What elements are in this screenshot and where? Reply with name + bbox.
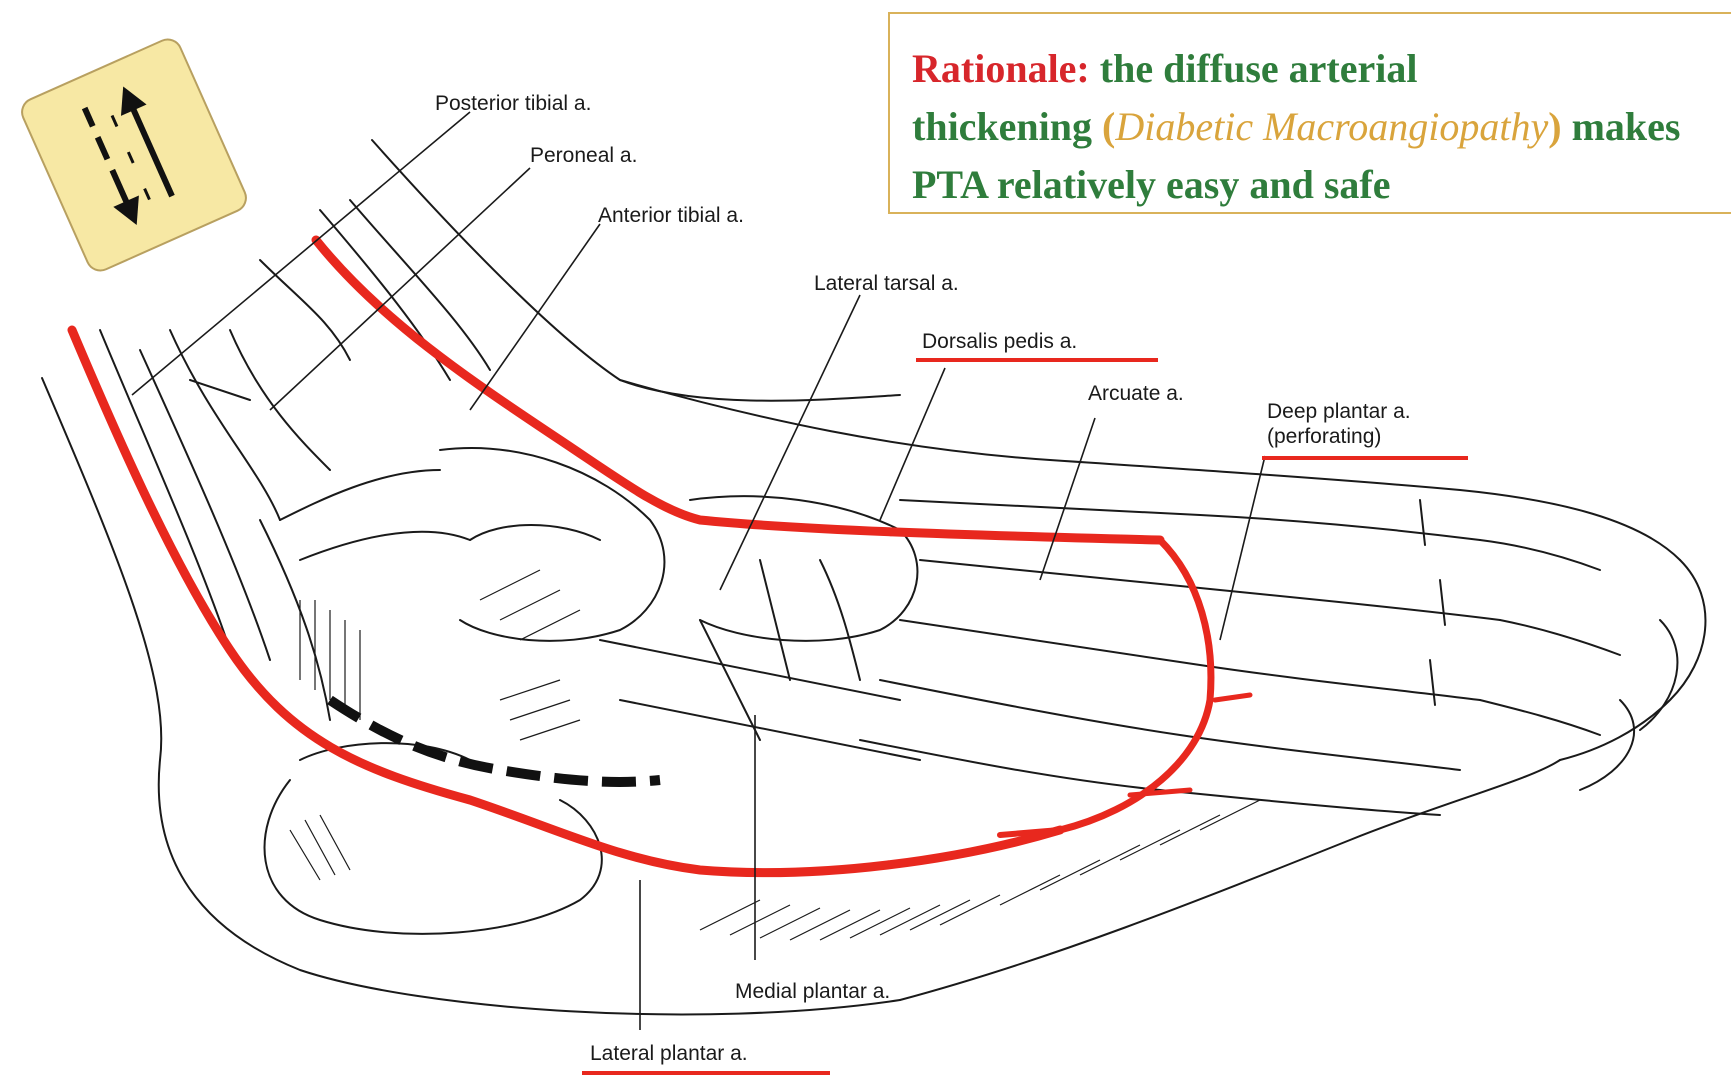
plantar-branch-2 <box>1130 790 1190 795</box>
rationale-box: Rationale: the diffuse arterial thickeni… <box>888 12 1731 214</box>
rationale-open-paren: ( <box>1102 104 1115 149</box>
label-underlines <box>582 360 1468 1073</box>
artery-labels: Posterior tibial a. Peroneal a. Anterior… <box>435 92 1411 1065</box>
rationale-line-3: PTA relatively easy and safe <box>912 156 1731 214</box>
rationale-line-1: Rationale: the diffuse arterial <box>912 40 1731 98</box>
rationale-italic-term: Diabetic Macroangiopathy <box>1115 104 1548 149</box>
label-lateral-plantar: Lateral plantar a. <box>590 1042 748 1065</box>
anterior-tibial-dorsalis-pedis-artery <box>316 240 1160 540</box>
label-arcuate: Arcuate a. <box>1088 382 1184 405</box>
rationale-line-2-start: thickening <box>912 104 1092 149</box>
label-medial-plantar: Medial plantar a. <box>735 980 890 1003</box>
label-deep-plantar-perforating: (perforating) <box>1267 425 1381 448</box>
label-dorsalis-pedis: Dorsalis pedis a. <box>922 330 1077 353</box>
bidirectional-arrows-icon <box>18 35 251 275</box>
posterior-tibial-lateral-plantar-artery <box>72 330 1060 873</box>
label-deep-plantar: Deep plantar a. <box>1267 400 1411 423</box>
leader-lines <box>132 112 1265 1030</box>
rationale-line-1-text: the diffuse arterial <box>1100 46 1418 91</box>
rationale-close-paren: ) <box>1548 104 1561 149</box>
label-anterior-tibial: Anterior tibial a. <box>598 204 744 227</box>
rationale-line-2-end: makes <box>1572 104 1681 149</box>
plantar-branch-3 <box>1215 695 1250 700</box>
label-lateral-tarsal: Lateral tarsal a. <box>814 272 959 295</box>
rationale-heading: Rationale: <box>912 46 1090 91</box>
rationale-line-3-text: PTA relatively easy and safe <box>912 162 1390 207</box>
label-posterior-tibial: Posterior tibial a. <box>435 92 591 115</box>
label-peroneal: Peroneal a. <box>530 144 637 167</box>
rationale-line-2: thickening (Diabetic Macroangiopathy) ma… <box>912 98 1731 156</box>
